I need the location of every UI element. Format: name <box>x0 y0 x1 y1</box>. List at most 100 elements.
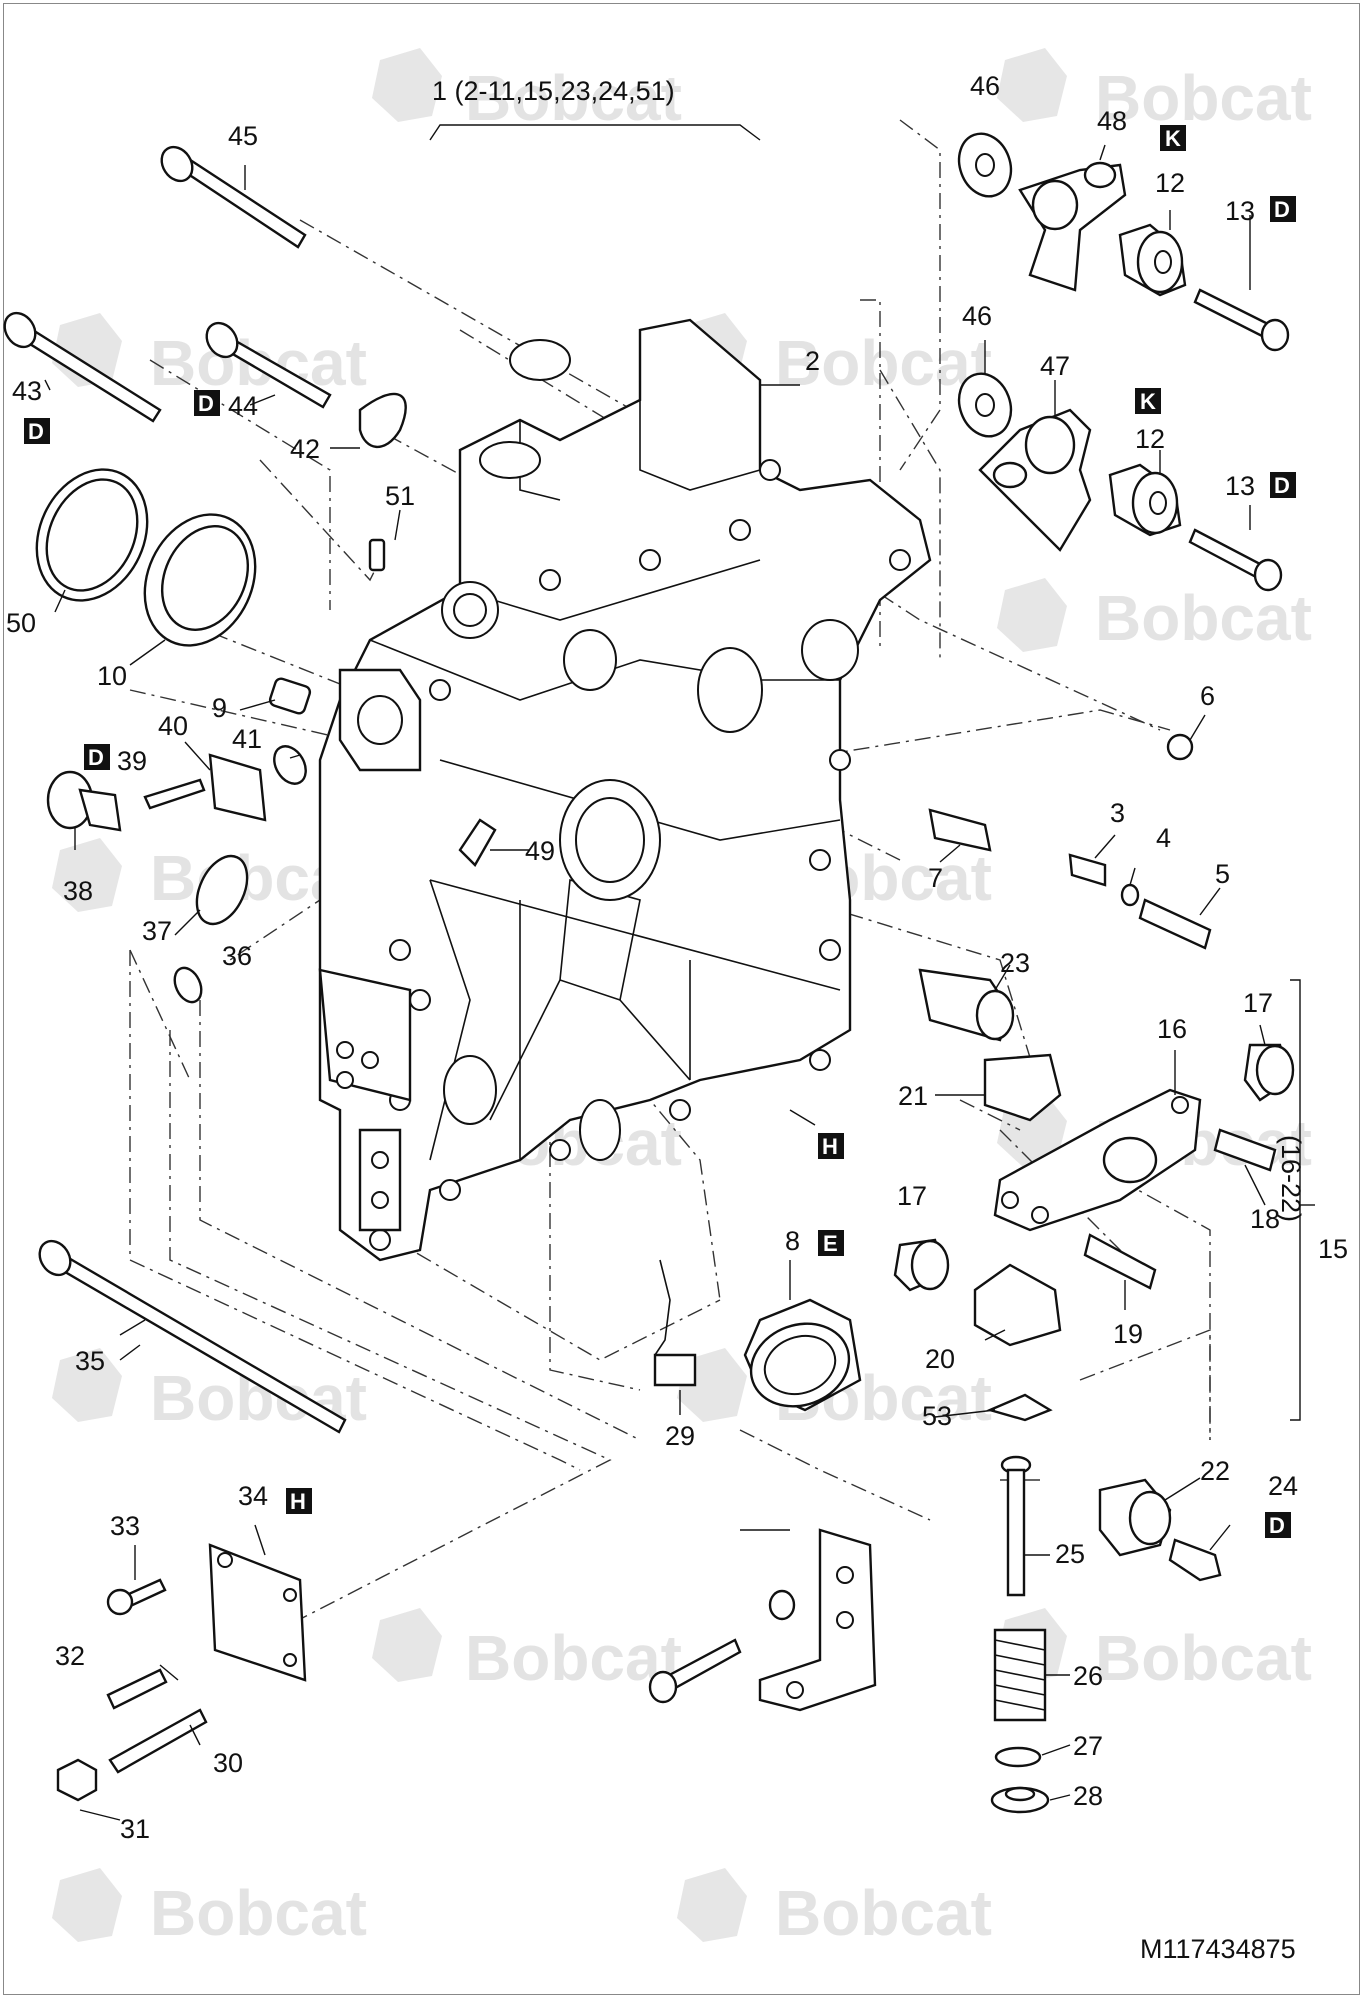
mark-box-43: D <box>24 418 50 444</box>
callout-25: 25 <box>1055 1539 1085 1569</box>
part-38-plug <box>46 770 122 832</box>
svg-text:D: D <box>198 391 214 416</box>
callout-37: 37 <box>142 916 172 946</box>
svg-text:D: D <box>28 419 44 444</box>
callout-35: 35 <box>75 1346 105 1376</box>
part-46-washer-top <box>957 132 1013 198</box>
part-12-bushing-top <box>1118 223 1187 297</box>
callout-22: 22 <box>1200 1456 1230 1486</box>
part-8-sleeve <box>743 1298 862 1412</box>
svg-text:Bobcat: Bobcat <box>1095 582 1312 654</box>
callout-36: 36 <box>222 941 252 971</box>
mark-box-13-top: D <box>1270 196 1296 222</box>
callout-16: 16 <box>1157 1014 1187 1044</box>
watermark-2: Bobcat <box>997 48 1312 134</box>
callout-21: 21 <box>898 1081 928 1111</box>
callout-labels: 1 (2-11,15,23,24,51) 2 45 43 44 42 51 50… <box>6 71 1348 1964</box>
part-51-set-screw <box>368 538 386 572</box>
part-42-clip <box>358 392 407 449</box>
part-32-set-screw <box>106 1668 168 1710</box>
callout-19: 19 <box>1113 1319 1143 1349</box>
callout-31: 31 <box>120 1814 150 1844</box>
watermark-11: Bobcat <box>677 1348 992 1434</box>
callout-50: 50 <box>6 608 36 638</box>
part-33-screw <box>106 1578 167 1616</box>
part-29-spring <box>653 1259 697 1387</box>
part-48-lever <box>1018 161 1127 292</box>
part-35-long-bolt <box>38 1239 347 1434</box>
callout-6: 6 <box>1200 681 1215 711</box>
part-21-clip <box>983 1053 1062 1122</box>
callout-24: 24 <box>1268 1471 1298 1501</box>
callout-17-right: 17 <box>1243 988 1273 1018</box>
mark-box-34: H <box>286 1488 312 1514</box>
callout-13-mid: 13 <box>1225 471 1255 501</box>
svg-text:D: D <box>1274 197 1290 222</box>
watermark-5: Bobcat <box>997 578 1312 654</box>
part-17-roller-left <box>893 1238 950 1292</box>
callout-17-left: 17 <box>897 1181 927 1211</box>
part-23-sleeve <box>918 968 1015 1042</box>
mark-box-24: D <box>1265 1512 1291 1538</box>
svg-text:H: H <box>290 1489 306 1514</box>
callout-28: 28 <box>1073 1781 1103 1811</box>
part-30-stud <box>108 1708 208 1774</box>
part-18-pin <box>1213 1128 1277 1172</box>
figure-id: M117434875 <box>1140 1934 1296 1964</box>
callout-5: 5 <box>1215 859 1230 889</box>
part-25-rod <box>1000 1455 1032 1597</box>
callout-18: 18 <box>1250 1204 1280 1234</box>
callout-group-range: (16-22) <box>1276 1135 1306 1222</box>
callout-4: 4 <box>1156 823 1171 853</box>
mark-box-44: D <box>194 390 220 416</box>
part-49-pin <box>458 818 497 867</box>
callout-32: 32 <box>55 1641 85 1671</box>
part-41-o-ring <box>273 745 307 785</box>
callout-46-top: 46 <box>970 71 1000 101</box>
callout-49: 49 <box>525 836 555 866</box>
part-26-spring <box>993 1628 1047 1722</box>
callout-42: 42 <box>290 434 320 464</box>
callout-40: 40 <box>158 711 188 741</box>
part-24-screw <box>1168 1538 1222 1582</box>
callout-43: 43 <box>12 376 42 406</box>
part-28-disc <box>990 1786 1050 1814</box>
svg-text:Bobcat: Bobcat <box>1095 1622 1312 1694</box>
bracket-bolt <box>648 1638 742 1704</box>
part-7-spool <box>928 808 992 852</box>
svg-text:E: E <box>823 1231 838 1256</box>
callout-38: 38 <box>63 876 93 906</box>
mark-box-13-mid: D <box>1270 472 1296 498</box>
callout-51: 51 <box>385 481 415 511</box>
callout-12-top: 12 <box>1155 168 1185 198</box>
part-22-plug <box>1098 1478 1172 1557</box>
part-6-plug <box>1166 733 1194 761</box>
svg-text:D: D <box>1269 1513 1285 1538</box>
callout-45: 45 <box>228 121 258 151</box>
svg-text:Bobcat: Bobcat <box>775 1877 992 1949</box>
svg-text:D: D <box>88 745 104 770</box>
mark-box-39: D <box>84 744 110 770</box>
callout-9: 9 <box>212 693 227 723</box>
part-27-ring <box>994 1746 1042 1768</box>
callout-44: 44 <box>228 391 258 421</box>
mark-box-h-housing: H <box>818 1133 844 1159</box>
callout-53: 53 <box>922 1401 952 1431</box>
part-50-ring <box>35 468 149 602</box>
callout-12-mid: 12 <box>1135 424 1165 454</box>
part-46-washer-mid <box>957 372 1013 438</box>
part-31-nut <box>56 1758 98 1802</box>
callout-48: 48 <box>1097 106 1127 136</box>
part-13-screw-top <box>1193 288 1290 352</box>
part-36-o-ring <box>173 966 203 1004</box>
callout-23: 23 <box>1000 948 1030 978</box>
callout-47: 47 <box>1040 351 1070 381</box>
callout-10: 10 <box>97 661 127 691</box>
part-4-ring <box>1120 883 1140 907</box>
part-39-screw <box>143 778 206 810</box>
diagram-frame <box>3 3 1360 1995</box>
callout-20: 20 <box>925 1344 955 1374</box>
svg-text:K: K <box>1140 389 1156 414</box>
bracket-washer <box>768 1589 796 1621</box>
svg-text:Bobcat: Bobcat <box>150 1877 367 1949</box>
